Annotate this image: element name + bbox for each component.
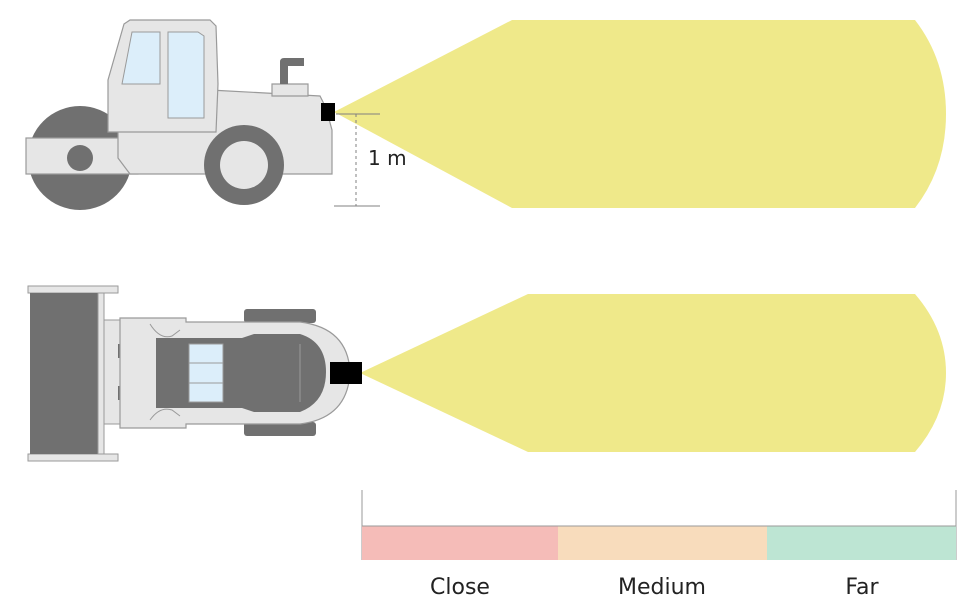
top-beam-cone xyxy=(360,294,946,452)
distance-scale: Close Medium Far xyxy=(361,490,957,600)
side-beam-cone xyxy=(334,20,946,208)
top-wheel-lower xyxy=(244,422,316,436)
side-view: 1 m xyxy=(25,19,946,210)
zone-close-label: Close xyxy=(430,575,490,600)
top-view xyxy=(27,285,946,462)
cab-front-window xyxy=(167,31,205,119)
top-cab-window xyxy=(188,343,224,403)
side-sensor xyxy=(321,103,335,121)
top-drum xyxy=(27,285,119,462)
zone-close-bar xyxy=(362,526,558,560)
exhaust-pipe xyxy=(280,58,304,84)
front-wheel xyxy=(204,125,284,205)
cab-rear-window xyxy=(121,31,161,85)
height-label: 1 m xyxy=(368,146,407,170)
height-marker: 1 m xyxy=(334,113,407,207)
engine-hood xyxy=(271,83,309,97)
top-wheel-upper xyxy=(244,309,316,323)
zone-medium-label: Medium xyxy=(618,575,706,600)
zone-far-bar xyxy=(767,526,956,560)
zone-medium-bar xyxy=(558,526,767,560)
top-sensor xyxy=(330,362,362,384)
top-side-panel-lower xyxy=(149,408,181,421)
top-engine-hood xyxy=(230,334,326,412)
top-side-panel-upper xyxy=(149,323,181,338)
zone-far-label: Far xyxy=(845,575,879,600)
